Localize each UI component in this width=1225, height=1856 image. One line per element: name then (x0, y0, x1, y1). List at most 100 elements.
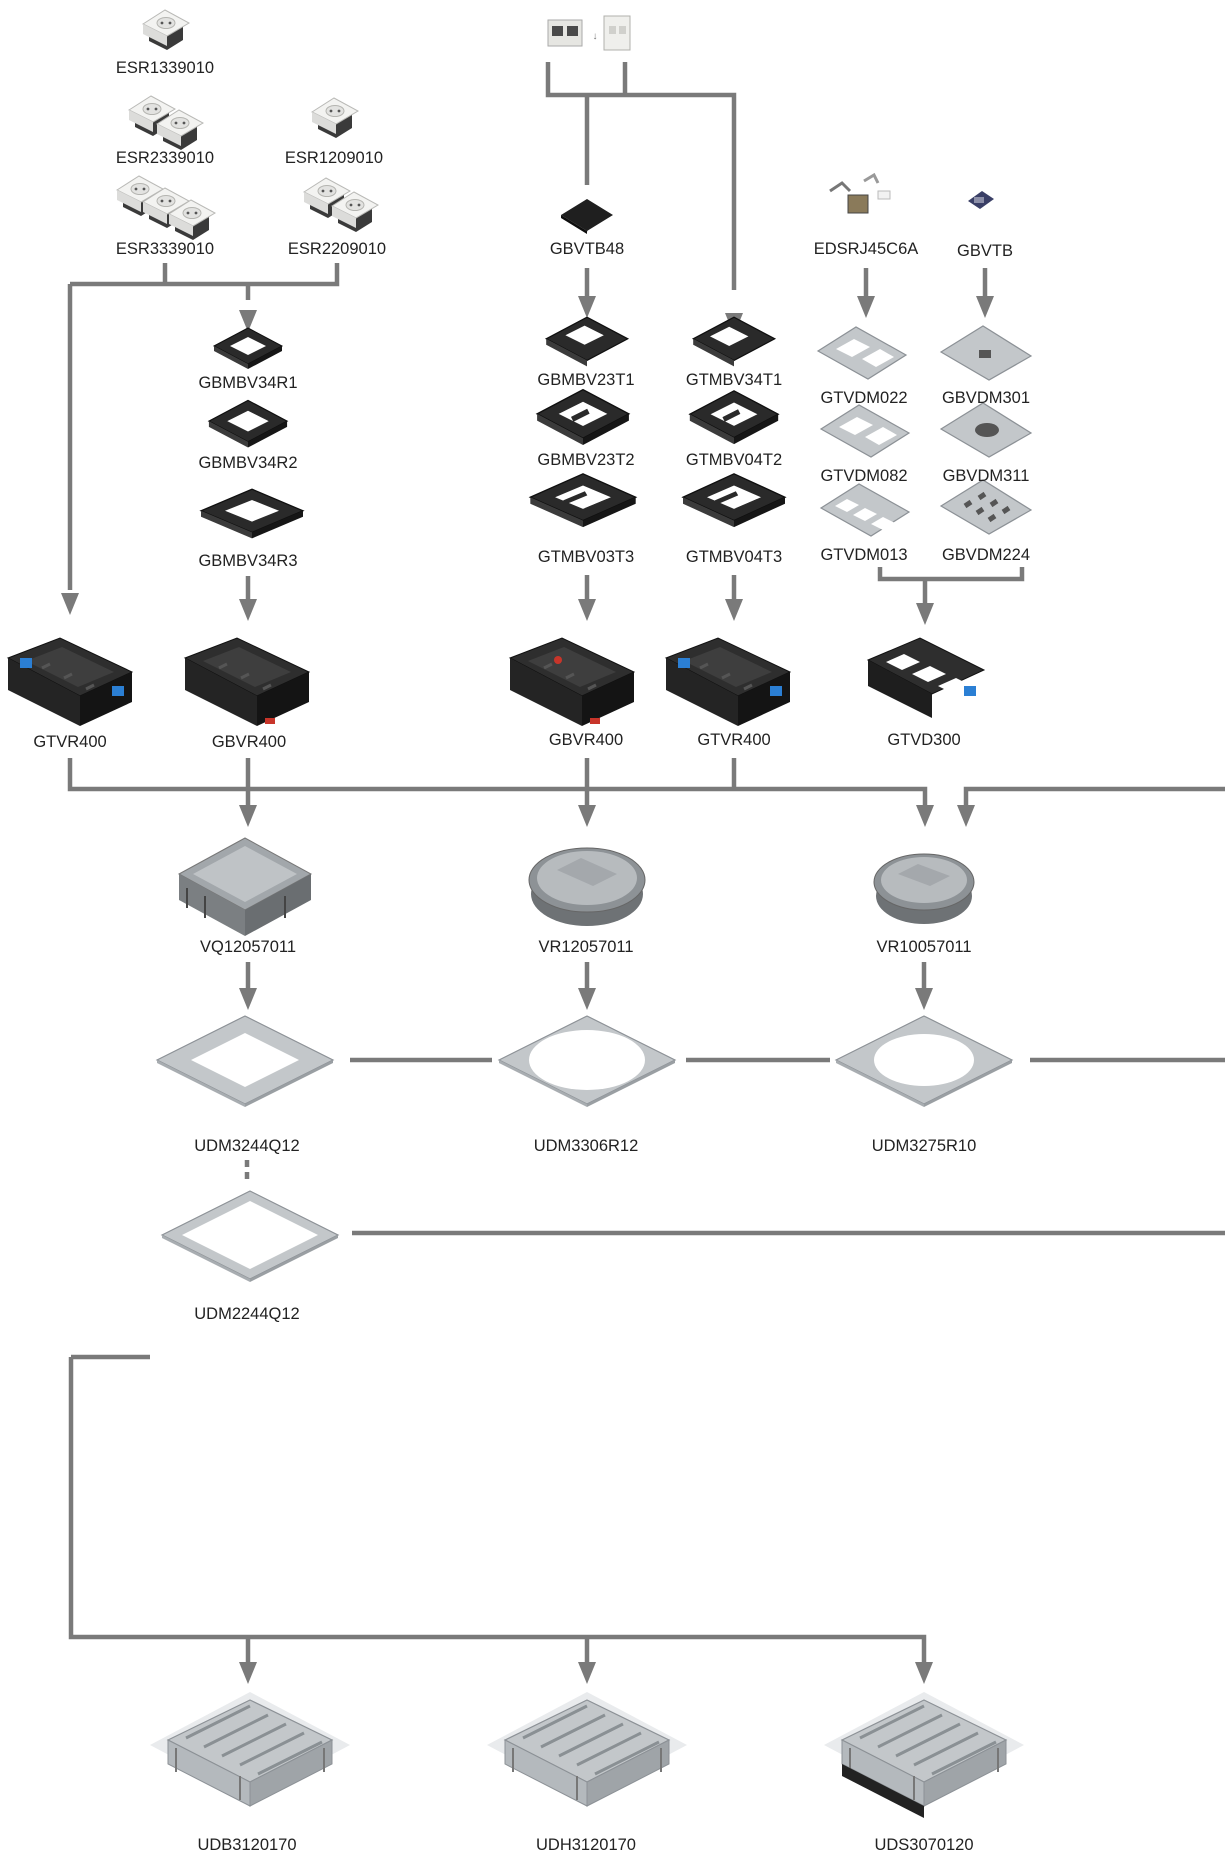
frame-image-gbmbv34r2 (208, 399, 288, 449)
arrow-head (957, 805, 975, 827)
label-udm2244q12: UDM2244Q12 (194, 1305, 299, 1323)
arrow-head (915, 988, 933, 1010)
plate-image-gtvdm013 (819, 483, 911, 537)
arrow-head (916, 603, 934, 625)
label-udm3306r12: UDM3306R12 (534, 1137, 639, 1155)
label-gbvtb: GBVTB (957, 242, 1013, 260)
arrow-head (578, 1662, 596, 1684)
arrow-head (916, 805, 934, 827)
label-udm3244q12: UDM3244Q12 (194, 1137, 299, 1155)
frame-image-gbmbv23t2 (536, 388, 630, 446)
connector-line (877, 567, 1025, 582)
socket-image-esr2209010 (303, 177, 379, 233)
label-gtmbv04t3: GTMBV04T3 (686, 548, 782, 566)
label-gtvdm082: GTVDM082 (820, 467, 907, 485)
connector-arrows (61, 210, 994, 1684)
plate-image-gtvdm022 (816, 326, 908, 380)
box-image-gtvr400-b (664, 636, 792, 728)
floorbox-image-vr10057011 (873, 853, 975, 924)
label-edsrj45c6a: EDSRJ45C6A (814, 240, 919, 258)
connector-lines (67, 62, 1225, 1662)
subfloor-image-udb3120170 (148, 1690, 352, 1808)
label-gtmbv03t3: GTMBV03T3 (538, 548, 634, 566)
adapter-image-gbvtb (968, 191, 994, 209)
label-vq12057011: VQ12057011 (200, 938, 296, 956)
label-udh3120170: UDH3120170 (536, 1836, 636, 1854)
label-gtvr400-a: GTVR400 (33, 733, 106, 751)
arrow-head (239, 988, 257, 1010)
arrow-head (239, 310, 257, 332)
subfloor-image-uds3070120 (822, 1690, 1026, 1818)
arrow-head (725, 599, 743, 621)
label-esr1209010: ESR1209010 (285, 149, 383, 167)
plate-image-gbvdm311 (939, 402, 1033, 458)
box-image-gbvr400-b (508, 636, 636, 728)
svg-text:↓: ↓ (593, 31, 598, 42)
label-gbmbv34r2: GBMBV34R2 (198, 454, 297, 472)
frame-image-gtmbv04t2 (689, 390, 779, 445)
label-gtmbv34t1: GTMBV34T1 (686, 371, 782, 389)
arrow-head (239, 599, 257, 621)
arrow-head (578, 296, 596, 318)
data-outlet-image: ↓ (547, 15, 631, 51)
label-udb3120170: UDB3120170 (197, 1836, 296, 1854)
label-uds3070120: UDS3070120 (874, 1836, 973, 1854)
socket-image-esr3339010 (116, 175, 216, 241)
label-gtvdm022: GTVDM022 (820, 389, 907, 407)
plate-image-udm3244q12 (156, 1015, 334, 1108)
connector-line (68, 1357, 927, 1662)
plate-image-gbvdm224 (939, 479, 1033, 535)
label-gbmbv23t2: GBMBV23T2 (537, 451, 634, 469)
box-image-gtvd300 (866, 637, 986, 718)
connector-line (963, 786, 1225, 805)
label-udm3275r10: UDM3275R10 (872, 1137, 977, 1155)
plate-image-udm2244q12 (161, 1190, 339, 1283)
label-esr3339010: ESR3339010 (116, 240, 214, 258)
label-esr2209010: ESR2209010 (288, 240, 386, 258)
arrow-head (578, 988, 596, 1010)
label-gtvr400-b: GTVR400 (697, 731, 770, 749)
connector-line (545, 62, 737, 290)
label-vr12057011: VR12057011 (538, 938, 633, 956)
arrow-head (239, 805, 257, 827)
box-image-gtvr400-a (6, 636, 134, 728)
label-gbvtb48: GBVTB48 (550, 240, 624, 258)
label-esr1339010: ESR1339010 (116, 59, 214, 77)
arrow-head (915, 1662, 933, 1684)
label-gbvdm301: GBVDM301 (942, 389, 1030, 407)
label-gtvdm013: GTVDM013 (820, 546, 907, 564)
connector-line (70, 263, 340, 287)
socket-image-esr1339010 (142, 9, 190, 51)
arrow-head (976, 296, 994, 318)
frame-image-gtmbv03t3 (529, 473, 637, 528)
frame-image-gtmbv04t3 (682, 473, 786, 528)
frame-image-gtmbv34t1 (691, 316, 777, 367)
label-vr10057011: VR10057011 (876, 938, 971, 956)
floorbox-image-vq12057011 (177, 837, 313, 936)
arrow-head (578, 805, 596, 827)
label-gbmbv34r1: GBMBV34R1 (198, 374, 297, 392)
connector-line (67, 758, 928, 805)
arrow-head (578, 599, 596, 621)
subfloor-image-udh3120170 (485, 1690, 689, 1808)
label-gbmbv34r3: GBMBV34R3 (198, 552, 297, 570)
arrow-head (857, 296, 875, 318)
plate-image-gtvdm082 (819, 404, 911, 458)
cover-image-gbvtb48 (561, 199, 613, 234)
label-gbmbv23t1: GBMBV23T1 (537, 371, 634, 389)
label-gtvd300: GTVD300 (887, 731, 960, 749)
plate-image-udm3306r12 (498, 1015, 676, 1108)
arrow-head (239, 1662, 257, 1684)
box-image-gbvr400-a (183, 636, 311, 728)
arrow-head (61, 593, 79, 615)
label-gbvr400-a: GBVR400 (212, 733, 286, 751)
label-gbvr400-b: GBVR400 (549, 731, 623, 749)
connector-image-edsrj45c6a (829, 172, 891, 214)
socket-image-esr1209010 (311, 97, 359, 139)
frame-image-gbmbv34r1 (213, 327, 283, 370)
socket-image-esr2339010 (128, 95, 204, 151)
frame-image-gbmbv23t1 (544, 316, 630, 367)
plate-image-gbvdm301 (939, 325, 1033, 381)
label-gtmbv04t2: GTMBV04T2 (686, 451, 782, 469)
